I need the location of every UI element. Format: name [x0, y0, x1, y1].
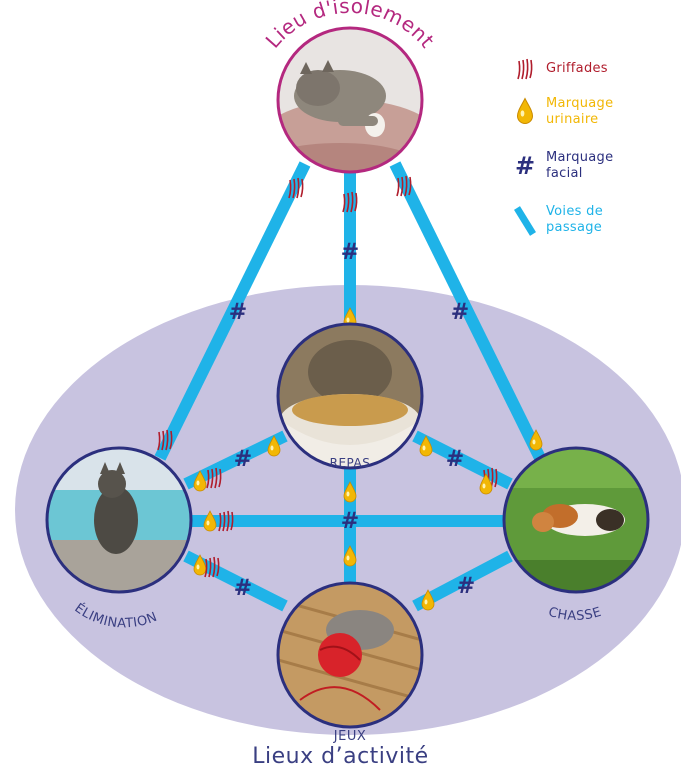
- claw-marks-icon: [512, 58, 538, 80]
- legend-voies-line1: Voies de: [546, 204, 604, 219]
- legend-urinaire-line1: Marquage: [546, 96, 614, 111]
- legend-voies-line2: passage: [546, 220, 603, 235]
- label-jeux: JEUX: [333, 729, 366, 744]
- hash-icon: [340, 508, 360, 534]
- urine-drop-icon: [512, 96, 538, 126]
- path-bar-icon: [512, 204, 538, 238]
- legend-griffades: Griffades: [512, 58, 608, 80]
- node-repas: [276, 322, 424, 470]
- legend-griffades-label: Griffades: [546, 61, 608, 76]
- label-chasse: CHASSE: [547, 605, 604, 624]
- hash-icon: #: [514, 151, 536, 180]
- hash-icon: [233, 446, 253, 472]
- node-elimination: [45, 446, 193, 594]
- legend-facial: # Marquage facial: [512, 150, 613, 182]
- activity-title: Lieux d’activité: [252, 744, 429, 769]
- hash-icon: [340, 239, 360, 265]
- legend-voies: Voies de passage: [512, 204, 603, 238]
- hash-icon: [456, 573, 476, 599]
- legend-facial-line2: facial: [546, 166, 583, 181]
- hash-icon: [228, 299, 248, 325]
- node-isolement: [276, 26, 424, 174]
- legend-urinaire-line2: urinaire: [546, 112, 599, 127]
- hash-icon: [450, 299, 470, 325]
- legend-facial-line1: Marquage: [546, 150, 614, 165]
- label-repas: REPAS: [330, 456, 371, 470]
- hash-icon: [445, 446, 465, 472]
- legend-urinaire: Marquage urinaire: [512, 96, 613, 128]
- hash-icon: [233, 575, 253, 601]
- node-jeux: [276, 581, 424, 729]
- node-chasse: [502, 446, 650, 594]
